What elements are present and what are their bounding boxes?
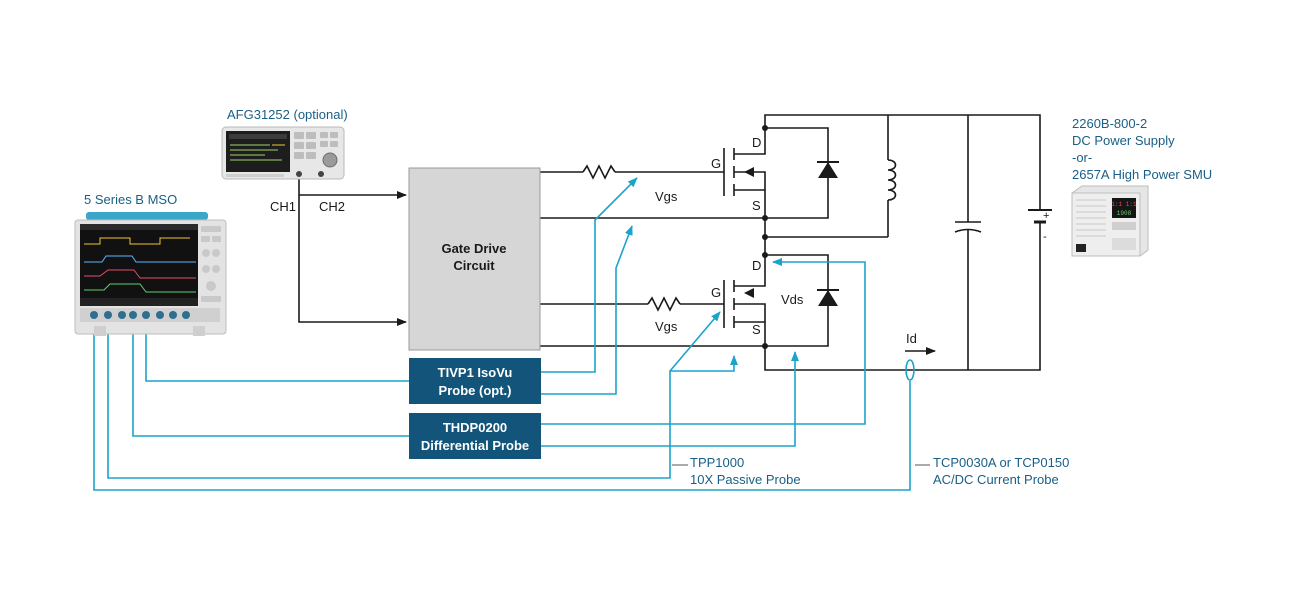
psu-label-3: -or-	[1072, 150, 1092, 165]
source-plus-label: +	[1043, 210, 1049, 222]
bottom-rail	[764, 240, 1041, 371]
junction-dots	[762, 125, 768, 349]
source-minus-label: -	[1043, 231, 1047, 243]
current-probe-label-1: TCP0030A or TCP0150	[933, 455, 1069, 470]
hs-gate-label: G	[711, 156, 721, 171]
ls-diode	[817, 289, 839, 306]
hs-gate-resistor	[582, 164, 616, 180]
diff-label-1: THDP0200	[443, 420, 507, 435]
afg-instrument	[221, 126, 345, 180]
afg-ch1-wire	[298, 195, 407, 326]
gate-drive-label-2: Circuit	[453, 258, 495, 273]
hs-diode	[817, 161, 839, 178]
ls-gate-resistor	[647, 296, 681, 312]
psu-label-2: DC Power Supply	[1072, 133, 1175, 148]
afg-label: AFG31252 (optional)	[227, 107, 348, 122]
psu-label-4: 2657A High Power SMU	[1072, 167, 1212, 182]
gate-drive-label-1: Gate Drive	[441, 241, 506, 256]
power-supply-instrument: 1:1 1:1 1908	[1071, 185, 1149, 257]
psu-readout-top: 1:1 1:1	[1111, 201, 1137, 208]
hs-vgs-label: Vgs	[655, 189, 678, 204]
ls-source-label: S	[752, 322, 761, 337]
probe-cables	[93, 177, 915, 491]
passive-probe-label-2: 10X Passive Probe	[690, 472, 801, 487]
gate-drive-box	[408, 167, 541, 351]
inductor	[887, 159, 897, 201]
isovu-label-1: TIVP1 IsoVu	[438, 365, 513, 380]
hs-source-label: S	[752, 198, 761, 213]
mso-label: 5 Series B MSO	[84, 192, 177, 207]
ls-vgs-label: Vgs	[655, 319, 678, 334]
ls-drain-label: D	[752, 258, 761, 273]
mso-instrument	[74, 212, 227, 336]
afg-ch1-label: CH1	[270, 199, 296, 214]
hs-drain-label: D	[752, 135, 761, 150]
ls-body-arrow	[744, 288, 754, 298]
id-label: Id	[906, 331, 917, 346]
passive-probe-label-1: TPP1000	[690, 455, 744, 470]
isovu-label-2: Probe (opt.)	[439, 383, 512, 398]
isovu-probe-box: TIVP1 IsoVu Probe (opt.)	[409, 358, 541, 404]
diff-probe-box: THDP0200 Differential Probe	[409, 413, 541, 459]
low-side-mosfet	[723, 260, 766, 346]
high-side-mosfet	[723, 128, 766, 218]
afg-ch2-label: CH2	[319, 199, 345, 214]
diff-label-2: Differential Probe	[421, 438, 529, 453]
psu-label-1: 2260B-800-2	[1072, 116, 1147, 131]
current-probe-label-2: AC/DC Current Probe	[933, 472, 1059, 487]
top-rail	[764, 114, 1041, 210]
psu-readout-bottom: 1908	[1117, 210, 1132, 217]
ls-vds-label: Vds	[781, 292, 804, 307]
hs-body-arrow	[744, 167, 754, 177]
ls-gate-label: G	[711, 285, 721, 300]
